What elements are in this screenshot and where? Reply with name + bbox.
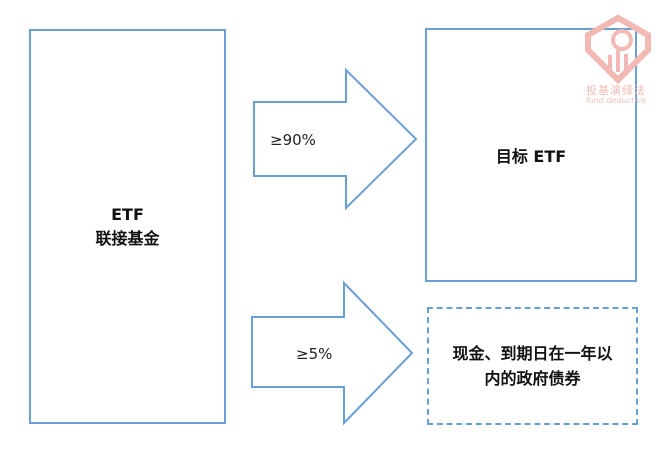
arrow-top: ≥90% xyxy=(253,67,418,211)
cash-gov-bond-box: 现金、到期日在一年以 内的政府债券 xyxy=(427,307,638,425)
etf-box-line2: 联接基金 xyxy=(95,228,160,248)
watermark-logo-icon xyxy=(585,14,651,85)
target-etf-label: 目标 ETF xyxy=(495,147,567,166)
arrow-bottom-label: ≥5% xyxy=(296,345,332,363)
watermark-text: 投基演绎法 xyxy=(586,84,646,97)
cash-box-line1: 现金、到期日在一年以 xyxy=(452,344,613,363)
etf-box-line1: ETF xyxy=(111,204,144,224)
cash-box-line2: 内的政府债券 xyxy=(484,369,581,388)
arrow-top-label: ≥90% xyxy=(270,131,316,149)
watermark-subtext: fund deductive xyxy=(585,96,647,105)
arrow-bottom: ≥5% xyxy=(251,280,414,426)
etf-feeder-fund-box: ETF 联接基金 xyxy=(29,29,226,424)
target-etf-box: 目标 ETF xyxy=(425,28,637,282)
